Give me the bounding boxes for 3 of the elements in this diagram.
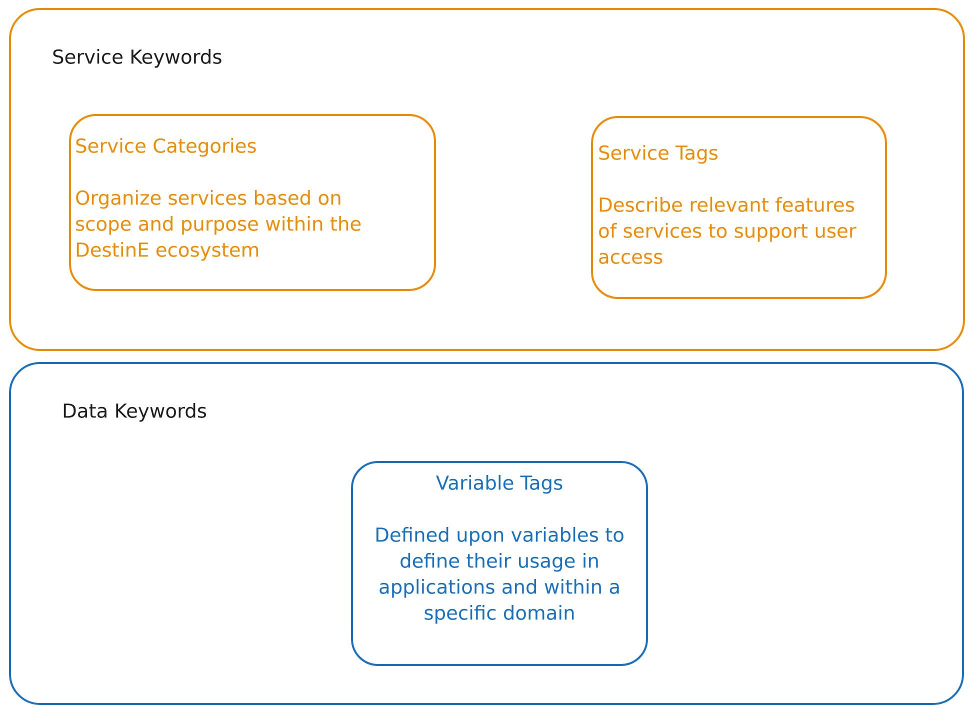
info-box: Service Tags Describe relevant features of services to support user access	[591, 116, 887, 299]
info-box: Service Categories Organize services based on scope and purpose within the DestinE ecosystem	[69, 114, 436, 291]
info-box: Variable Tags Defined upon variables to define their usage in applications and within a specific domain	[351, 461, 648, 666]
